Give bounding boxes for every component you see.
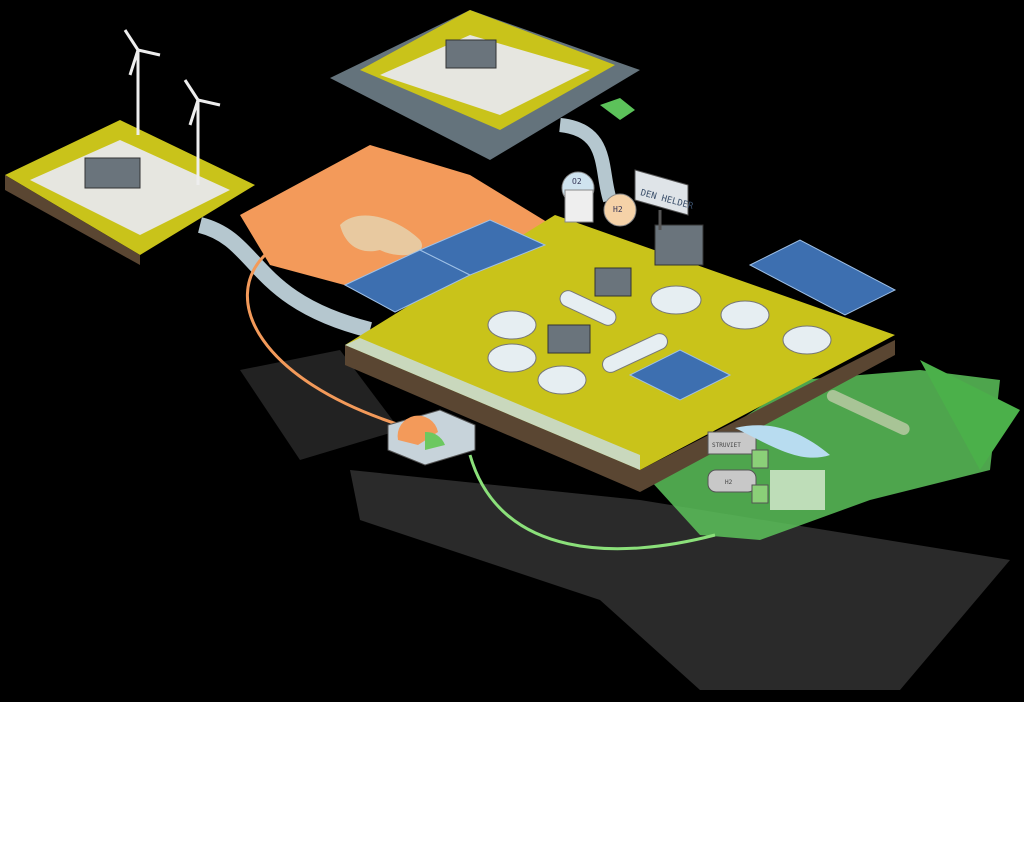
- hydrogen-tank: H2: [603, 193, 637, 227]
- outfall-pipe: [826, 389, 910, 435]
- ghost-truck: [770, 470, 825, 510]
- dyke-tile-left: [5, 120, 255, 265]
- water-flow: [735, 425, 830, 458]
- hydrogen-truck: H2: [707, 469, 769, 504]
- power-cable-green: [468, 454, 716, 551]
- wind-turbine: [123, 29, 221, 185]
- buildings: [547, 224, 704, 354]
- power-cable-orange: [245, 253, 401, 427]
- sludge-shape: [340, 215, 422, 256]
- clarifier-tanks: [487, 285, 832, 395]
- main-platform: [345, 215, 895, 470]
- water-pipe: [558, 118, 617, 203]
- energy-meter: [387, 409, 476, 466]
- water-pipe: [197, 217, 372, 338]
- shadow: [350, 470, 1010, 690]
- oxygen-tank: O2: [561, 171, 595, 223]
- platform-side: [345, 340, 895, 492]
- truck-label-struvite: STRUVIET: [712, 442, 741, 449]
- dyke-tile-top: [330, 10, 640, 160]
- shadow: [240, 350, 400, 460]
- den-helder-sign: DEN HELDER: [634, 169, 695, 230]
- hydrogen-label: H2: [613, 205, 623, 214]
- truck-label-hydrogen: H2: [725, 479, 733, 486]
- struvite-truck: STRUVIET: [707, 431, 769, 469]
- solar-panel-array: [343, 219, 897, 401]
- wastewater-plant-scene: O2 H2 DEN HELDER STRUVIET: [0, 0, 1024, 702]
- oxygen-label: O2: [572, 177, 582, 186]
- platform-water-edge: [345, 338, 640, 470]
- plant-illustration: O2 H2 DEN HELDER STRUVIET: [5, 10, 1020, 690]
